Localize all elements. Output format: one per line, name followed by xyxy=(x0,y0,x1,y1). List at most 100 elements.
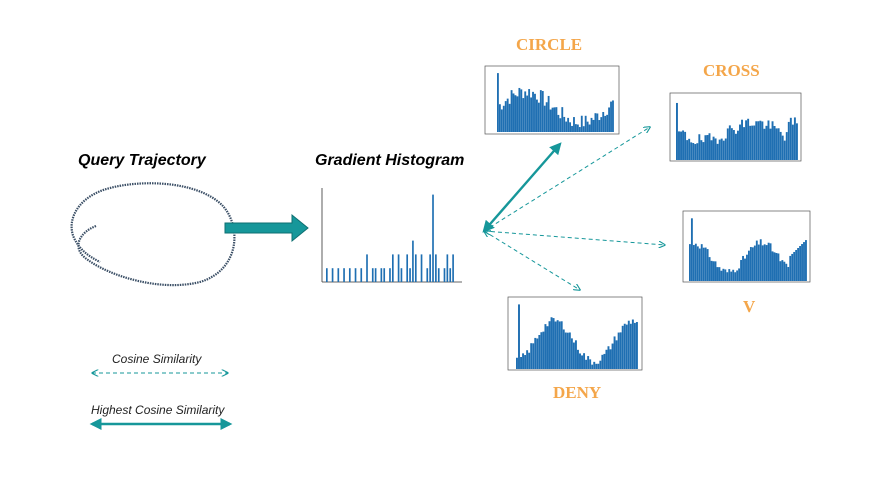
deny-bar xyxy=(542,331,545,369)
v-bar xyxy=(722,268,725,281)
v-bar xyxy=(779,261,782,281)
deny-bar xyxy=(615,340,618,369)
legend-highest-label: Highest Cosine Similarity xyxy=(91,403,225,417)
circle-bar xyxy=(596,113,599,132)
v-bar xyxy=(755,240,758,281)
circle-bar xyxy=(571,125,573,132)
circle-bar xyxy=(528,89,531,132)
circle-bar xyxy=(518,87,521,132)
qh-bar xyxy=(392,254,394,282)
v-bar xyxy=(700,244,703,281)
deny-bar xyxy=(530,343,533,369)
v-bar xyxy=(690,218,693,281)
cross-bar xyxy=(734,133,737,160)
cross-bar xyxy=(757,121,760,160)
circle-bar xyxy=(530,97,532,132)
circle-bar xyxy=(510,90,513,132)
deny-bar xyxy=(538,334,541,369)
qh-bar xyxy=(397,254,400,282)
deny-histogram xyxy=(507,296,643,371)
circle-bar xyxy=(498,104,501,132)
v-bar xyxy=(763,244,766,281)
qh-bar xyxy=(429,254,431,282)
deny-bar xyxy=(605,349,608,369)
cross-bar xyxy=(739,124,741,160)
v-bar xyxy=(740,260,742,281)
query-trajectory-title: Query Trajectory xyxy=(78,152,206,169)
circle-bar xyxy=(551,107,554,132)
v-bar xyxy=(712,261,715,281)
cross-bar xyxy=(767,120,770,160)
cross-bar xyxy=(680,131,682,160)
v-bar xyxy=(698,248,701,281)
circle-bar xyxy=(545,102,548,132)
v-bar xyxy=(773,252,776,281)
circle-bar xyxy=(547,95,550,132)
deny-bar xyxy=(554,321,557,369)
deny-bar xyxy=(524,355,527,369)
v-bar xyxy=(689,244,691,281)
deny-bar xyxy=(562,329,565,369)
v-bar xyxy=(791,253,794,281)
circle-histogram-bars xyxy=(497,73,614,132)
v-bar xyxy=(769,243,772,281)
v-bar xyxy=(767,242,770,281)
qh-bar xyxy=(383,268,386,282)
cross-bar xyxy=(743,127,746,160)
cross-bar xyxy=(741,119,743,160)
deny-bar xyxy=(583,353,586,369)
circle-bar xyxy=(598,120,601,132)
circle-bar xyxy=(588,124,591,132)
deny-bar xyxy=(540,332,543,369)
qh-bar xyxy=(452,254,454,282)
circle-bar xyxy=(575,124,577,132)
v-bar xyxy=(797,248,800,281)
deny-bar xyxy=(526,350,529,369)
deny-bar xyxy=(548,321,551,369)
cross-bar xyxy=(775,128,778,160)
cross-bar xyxy=(755,121,758,160)
cross-bar xyxy=(688,138,691,160)
circle-bar xyxy=(604,115,607,132)
deny-bar xyxy=(621,325,624,369)
circle-bar xyxy=(561,107,564,132)
deny-bar xyxy=(518,304,520,369)
qh-bar xyxy=(435,254,437,282)
deny-bar xyxy=(568,332,571,369)
qh-bar xyxy=(343,268,345,282)
qh-bar xyxy=(414,254,417,282)
cross-bar xyxy=(700,140,703,160)
circle-bar xyxy=(526,95,529,132)
cross-bar xyxy=(777,128,780,160)
deny-bar xyxy=(544,324,547,369)
v-bar xyxy=(775,252,778,281)
cross-bar xyxy=(747,118,750,160)
v-bar xyxy=(793,251,796,281)
deny-bar xyxy=(633,322,636,369)
qh-bar xyxy=(371,268,374,282)
cross-bar xyxy=(696,143,699,160)
cross-bar xyxy=(765,125,768,160)
circle-bar xyxy=(516,96,519,132)
qh-bar xyxy=(380,268,383,282)
qh-bar xyxy=(443,268,446,282)
deny-bar xyxy=(560,321,563,369)
v-bar xyxy=(785,263,788,281)
deny-bar xyxy=(617,332,620,369)
v-bar xyxy=(749,247,752,281)
v-bar xyxy=(789,255,792,281)
legend xyxy=(89,373,233,430)
circle-bar xyxy=(576,124,579,132)
query-histogram xyxy=(321,188,462,283)
circle-bar xyxy=(584,115,587,132)
deny-bar xyxy=(593,361,596,369)
cross-bar xyxy=(678,131,680,160)
circle-bar xyxy=(502,105,505,132)
deny-bar xyxy=(603,353,606,369)
deny-histogram-frame xyxy=(507,296,643,371)
deny-bar xyxy=(570,338,573,369)
deny-bar xyxy=(631,319,634,369)
v-bar xyxy=(787,266,790,281)
deny-bar xyxy=(635,322,638,369)
deny-bar xyxy=(607,346,610,369)
